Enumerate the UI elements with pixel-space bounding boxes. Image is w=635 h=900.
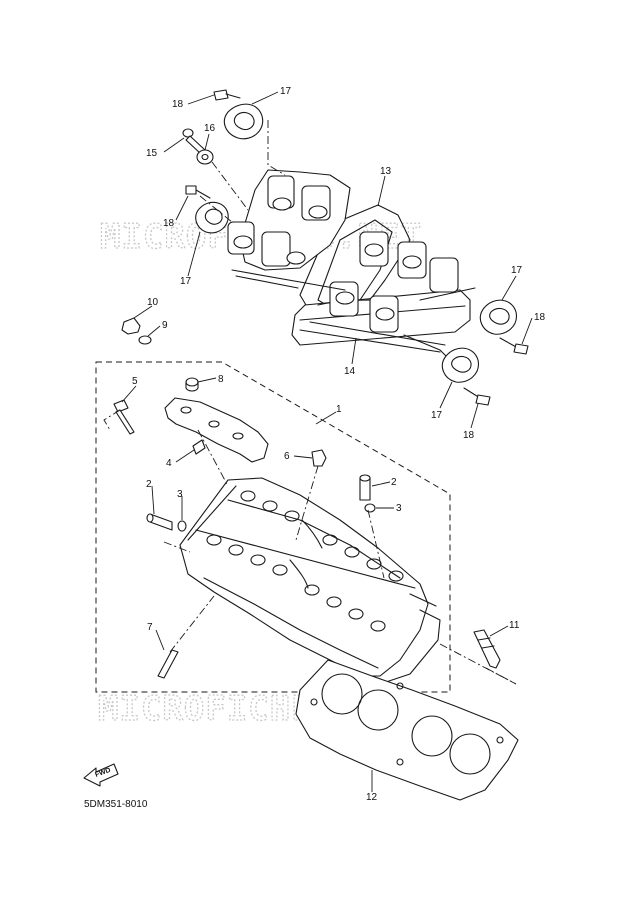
callout-3-left: 3	[177, 489, 183, 500]
cylinder-head	[179, 477, 441, 685]
alignment-line-i	[367, 509, 385, 579]
callout-17-lower: 17	[431, 410, 443, 421]
clip-3a	[177, 520, 187, 532]
alignment-line-c	[199, 195, 233, 223]
alignment-line-e	[103, 409, 121, 431]
cam-holder-bracket	[164, 397, 269, 463]
valve-guide-2b	[359, 474, 371, 501]
callout-17-top: 17	[280, 86, 292, 97]
stud-7	[157, 649, 179, 679]
bolt-18a	[213, 89, 241, 101]
bolt-18b	[185, 185, 211, 199]
callout-17-right: 17	[511, 265, 523, 276]
bolt-5	[113, 399, 135, 435]
alignment-line-a	[267, 120, 286, 176]
spark-plug-11	[473, 629, 501, 669]
head-gasket-12	[295, 659, 519, 801]
cam-end-seal-17b	[195, 201, 229, 234]
callout-8: 8	[218, 374, 224, 385]
dowel-8	[185, 377, 199, 392]
alignment-line-b	[211, 161, 249, 211]
callout-10: 10	[147, 297, 159, 308]
stud-6	[311, 449, 327, 467]
callout-11: 11	[509, 620, 520, 631]
bolt-18c	[499, 337, 529, 355]
callout-18-left: 18	[163, 218, 175, 229]
callout-18-lower: 18	[463, 430, 475, 441]
callout-7: 7	[147, 622, 153, 633]
cam-end-seal-17a	[223, 103, 264, 140]
plug-10	[121, 317, 141, 335]
callout-17-left: 17	[180, 276, 192, 287]
callout-2-right: 2	[391, 477, 397, 488]
callout-18-top: 18	[172, 99, 184, 110]
cam-end-seal-17c	[479, 299, 517, 335]
callout-14: 14	[344, 366, 356, 377]
callout-18-right: 18	[534, 312, 546, 323]
callout-3-right: 3	[396, 503, 402, 514]
callout-labels: 18 17 16 15 13 18 17 17 18 10 9 14 5 8 1…	[132, 86, 546, 803]
callout-2-left: 2	[146, 479, 152, 490]
pin-4	[192, 439, 206, 455]
callout-12: 12	[366, 792, 378, 803]
alignment-line-f	[163, 541, 191, 553]
camshaft-assembly	[227, 169, 476, 361]
callout-5: 5	[132, 376, 138, 387]
alignment-line-h	[295, 465, 319, 541]
clip-3b	[364, 503, 376, 513]
valve-guide-2a	[146, 513, 173, 531]
washer-9	[138, 335, 152, 345]
callout-15: 15	[146, 148, 158, 159]
alignment-line-d	[197, 429, 229, 487]
callout-9: 9	[162, 320, 168, 331]
bolt-18d	[463, 387, 491, 406]
diagram-code: 5DM351-8010	[84, 799, 148, 810]
callout-leaders	[121, 91, 533, 792]
washer-16	[196, 149, 214, 165]
bolt-15	[182, 128, 206, 155]
callout-16: 16	[204, 123, 216, 134]
callout-1: 1	[336, 404, 342, 415]
callout-13: 13	[380, 166, 392, 177]
cam-end-seal-17d	[441, 347, 479, 383]
alignment-line-k	[485, 667, 517, 685]
forward-arrow-icon: FWD	[83, 763, 119, 787]
alignment-line-g	[169, 595, 215, 653]
callout-6: 6	[284, 451, 290, 462]
cylinder-head-assembly-boundary	[95, 361, 451, 693]
callout-4: 4	[166, 458, 172, 469]
